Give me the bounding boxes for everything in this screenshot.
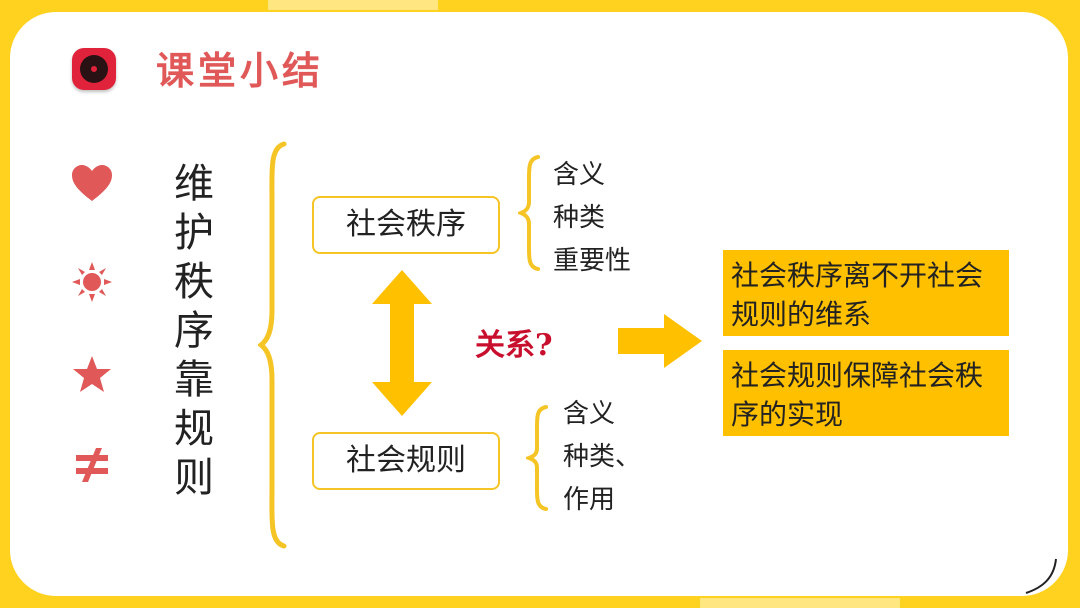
order-brace xyxy=(518,155,540,271)
rules-aspects-list: 含义 种类、 作用 xyxy=(563,393,641,522)
double-arrow-icon xyxy=(372,270,432,416)
social-rules-box: 社会规则 xyxy=(312,432,500,490)
social-order-box: 社会秩序 xyxy=(312,196,500,254)
slide-card: 课堂小结 xyxy=(10,12,1068,596)
list-item: 含义 xyxy=(553,160,606,190)
not-equal-icon xyxy=(70,442,114,486)
answer-box-1: 社会秩序离不开社会规则的维系 xyxy=(723,250,1009,336)
list-item: 重要性 xyxy=(553,246,632,276)
main-brace xyxy=(258,141,287,549)
heart-icon xyxy=(70,162,114,206)
frame-decoration-bottom xyxy=(700,598,900,608)
answer-box-2: 社会规则保障社会秩序的实现 xyxy=(723,350,1009,436)
right-arrow-icon xyxy=(618,314,702,368)
page-title: 课堂小结 xyxy=(156,48,325,93)
list-item: 含义 xyxy=(563,399,616,429)
list-item: 作用 xyxy=(563,485,616,515)
record-icon xyxy=(72,48,116,90)
vertical-topic-title: 维护秩序靠规则 xyxy=(174,161,214,501)
rules-brace xyxy=(526,405,548,511)
corner-decoration xyxy=(1025,558,1057,594)
order-aspects-list: 含义 种类 重要性 xyxy=(553,154,631,283)
sun-icon xyxy=(70,260,114,304)
list-item: 种类、 xyxy=(563,442,642,472)
list-item: 种类 xyxy=(553,203,606,233)
star-icon xyxy=(70,352,114,396)
relation-question: 关系? xyxy=(475,328,553,363)
frame-decoration-top xyxy=(268,0,438,10)
